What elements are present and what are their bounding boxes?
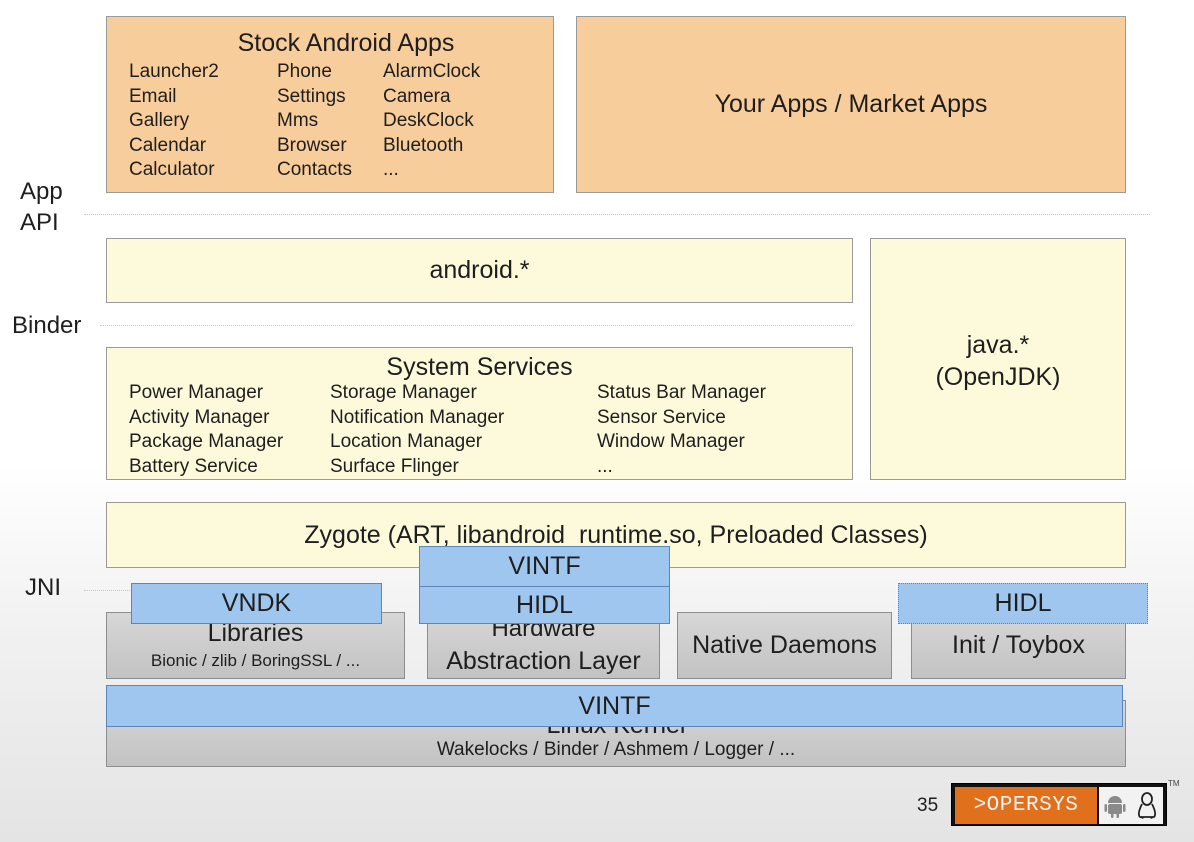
system-services-col1: Power Manager Activity Manager Package M… xyxy=(129,381,283,479)
system-services-col2: Storage Manager Notification Manager Loc… xyxy=(330,381,504,479)
list-item: Mms xyxy=(277,110,319,131)
jni-divider xyxy=(84,590,130,591)
your-apps-box: Your Apps / Market Apps xyxy=(576,16,1126,193)
java-package-box: java.* (OpenJDK) xyxy=(870,238,1126,480)
android-package-box: android.* xyxy=(106,238,853,303)
openjdk-label: (OpenJDK) xyxy=(935,363,1061,391)
system-services-box: System Services Power Manager Activity M… xyxy=(106,347,853,480)
your-apps-label: Your Apps / Market Apps xyxy=(714,90,988,118)
stock-apps-box: Stock Android Apps Launcher2 Email Galle… xyxy=(106,16,554,193)
vintf-top-overlay: VINTF xyxy=(419,546,670,587)
list-item: Surface Flinger xyxy=(330,455,459,477)
vndk-label: VNDK xyxy=(221,589,292,617)
side-label-jni: JNI xyxy=(25,574,61,601)
list-item: Battery Service xyxy=(129,455,258,477)
list-item: Location Manager xyxy=(330,431,483,452)
native-daemons-label: Native Daemons xyxy=(692,631,877,659)
vintf-top-label: VINTF xyxy=(508,552,581,580)
list-item: Sensor Service xyxy=(597,406,726,428)
system-services-col3: Status Bar Manager Sensor Service Window… xyxy=(597,381,766,479)
list-item: Camera xyxy=(383,85,451,107)
list-item: Package Manager xyxy=(129,431,284,452)
android-package-label: android.* xyxy=(429,256,530,284)
hal-subtitle: Abstraction Layer xyxy=(446,647,641,675)
trademark-mark: TM xyxy=(1168,779,1180,788)
hidl-middle-overlay: HIDL xyxy=(419,586,670,624)
stock-apps-col1: Launcher2 Email Gallery Calendar Calcula… xyxy=(129,60,219,183)
native-daemons-box: Native Daemons xyxy=(677,612,892,679)
side-label-app: App xyxy=(20,178,63,205)
list-item: DeskClock xyxy=(383,110,474,131)
vintf-bottom-overlay: VINTF xyxy=(106,685,1123,727)
page-number: 35 xyxy=(917,795,939,816)
side-label-api: API xyxy=(20,209,59,236)
list-item: Status Bar Manager xyxy=(597,382,766,403)
list-item: Bluetooth xyxy=(383,134,464,156)
init-toybox-label: Init / Toybox xyxy=(952,631,1085,659)
java-package-label: java.* xyxy=(966,331,1030,359)
list-item: ... xyxy=(383,159,399,180)
list-item: Power Manager xyxy=(129,382,264,403)
binder-divider xyxy=(100,325,852,326)
opersys-logo: >OPERSYS xyxy=(951,783,1167,826)
android-robot-icon xyxy=(1104,795,1126,818)
list-item: Email xyxy=(129,85,177,107)
list-item: AlarmClock xyxy=(383,61,481,82)
hidl-right-overlay: HIDL xyxy=(898,583,1148,624)
list-item: Contacts xyxy=(277,159,352,180)
stock-apps-col3: AlarmClock Camera DeskClock Bluetooth ..… xyxy=(383,60,480,183)
list-item: Notification Manager xyxy=(330,406,505,428)
app-api-divider xyxy=(84,214,1150,215)
vintf-bottom-label: VINTF xyxy=(578,691,651,720)
linux-kernel-subtitle: Wakelocks / Binder / Ashmem / Logger / .… xyxy=(436,739,796,760)
system-services-title: System Services xyxy=(386,353,573,381)
list-item: Gallery xyxy=(129,110,190,131)
opersys-logo-text: >OPERSYS xyxy=(973,794,1079,817)
list-item: Activity Manager xyxy=(129,406,270,428)
hidl-right-label: HIDL xyxy=(994,589,1052,617)
opersys-logo-wordmark: >OPERSYS xyxy=(955,787,1097,824)
hidl-middle-label: HIDL xyxy=(516,590,573,619)
list-item: Storage Manager xyxy=(330,382,477,403)
vndk-overlay: VNDK xyxy=(131,583,382,624)
list-item: Calculator xyxy=(129,159,215,180)
opersys-logo-icons xyxy=(1099,787,1163,824)
list-item: Phone xyxy=(277,61,332,82)
stock-apps-col2: Phone Settings Mms Browser Contacts xyxy=(277,60,352,183)
libraries-subtitle: Bionic / zlib / BoringSSL / ... xyxy=(150,651,361,670)
list-item: Settings xyxy=(277,85,346,107)
list-item: Calendar xyxy=(129,134,207,156)
linux-tux-icon xyxy=(1137,791,1157,819)
stock-apps-title: Stock Android Apps xyxy=(237,29,455,57)
zygote-label: Zygote (ART, libandroid_runtime.so, Prel… xyxy=(304,521,928,549)
list-item: Browser xyxy=(277,134,347,156)
side-label-binder: Binder xyxy=(12,312,82,339)
list-item: ... xyxy=(597,455,613,477)
list-item: Launcher2 xyxy=(129,61,219,82)
list-item: Window Manager xyxy=(597,431,745,452)
